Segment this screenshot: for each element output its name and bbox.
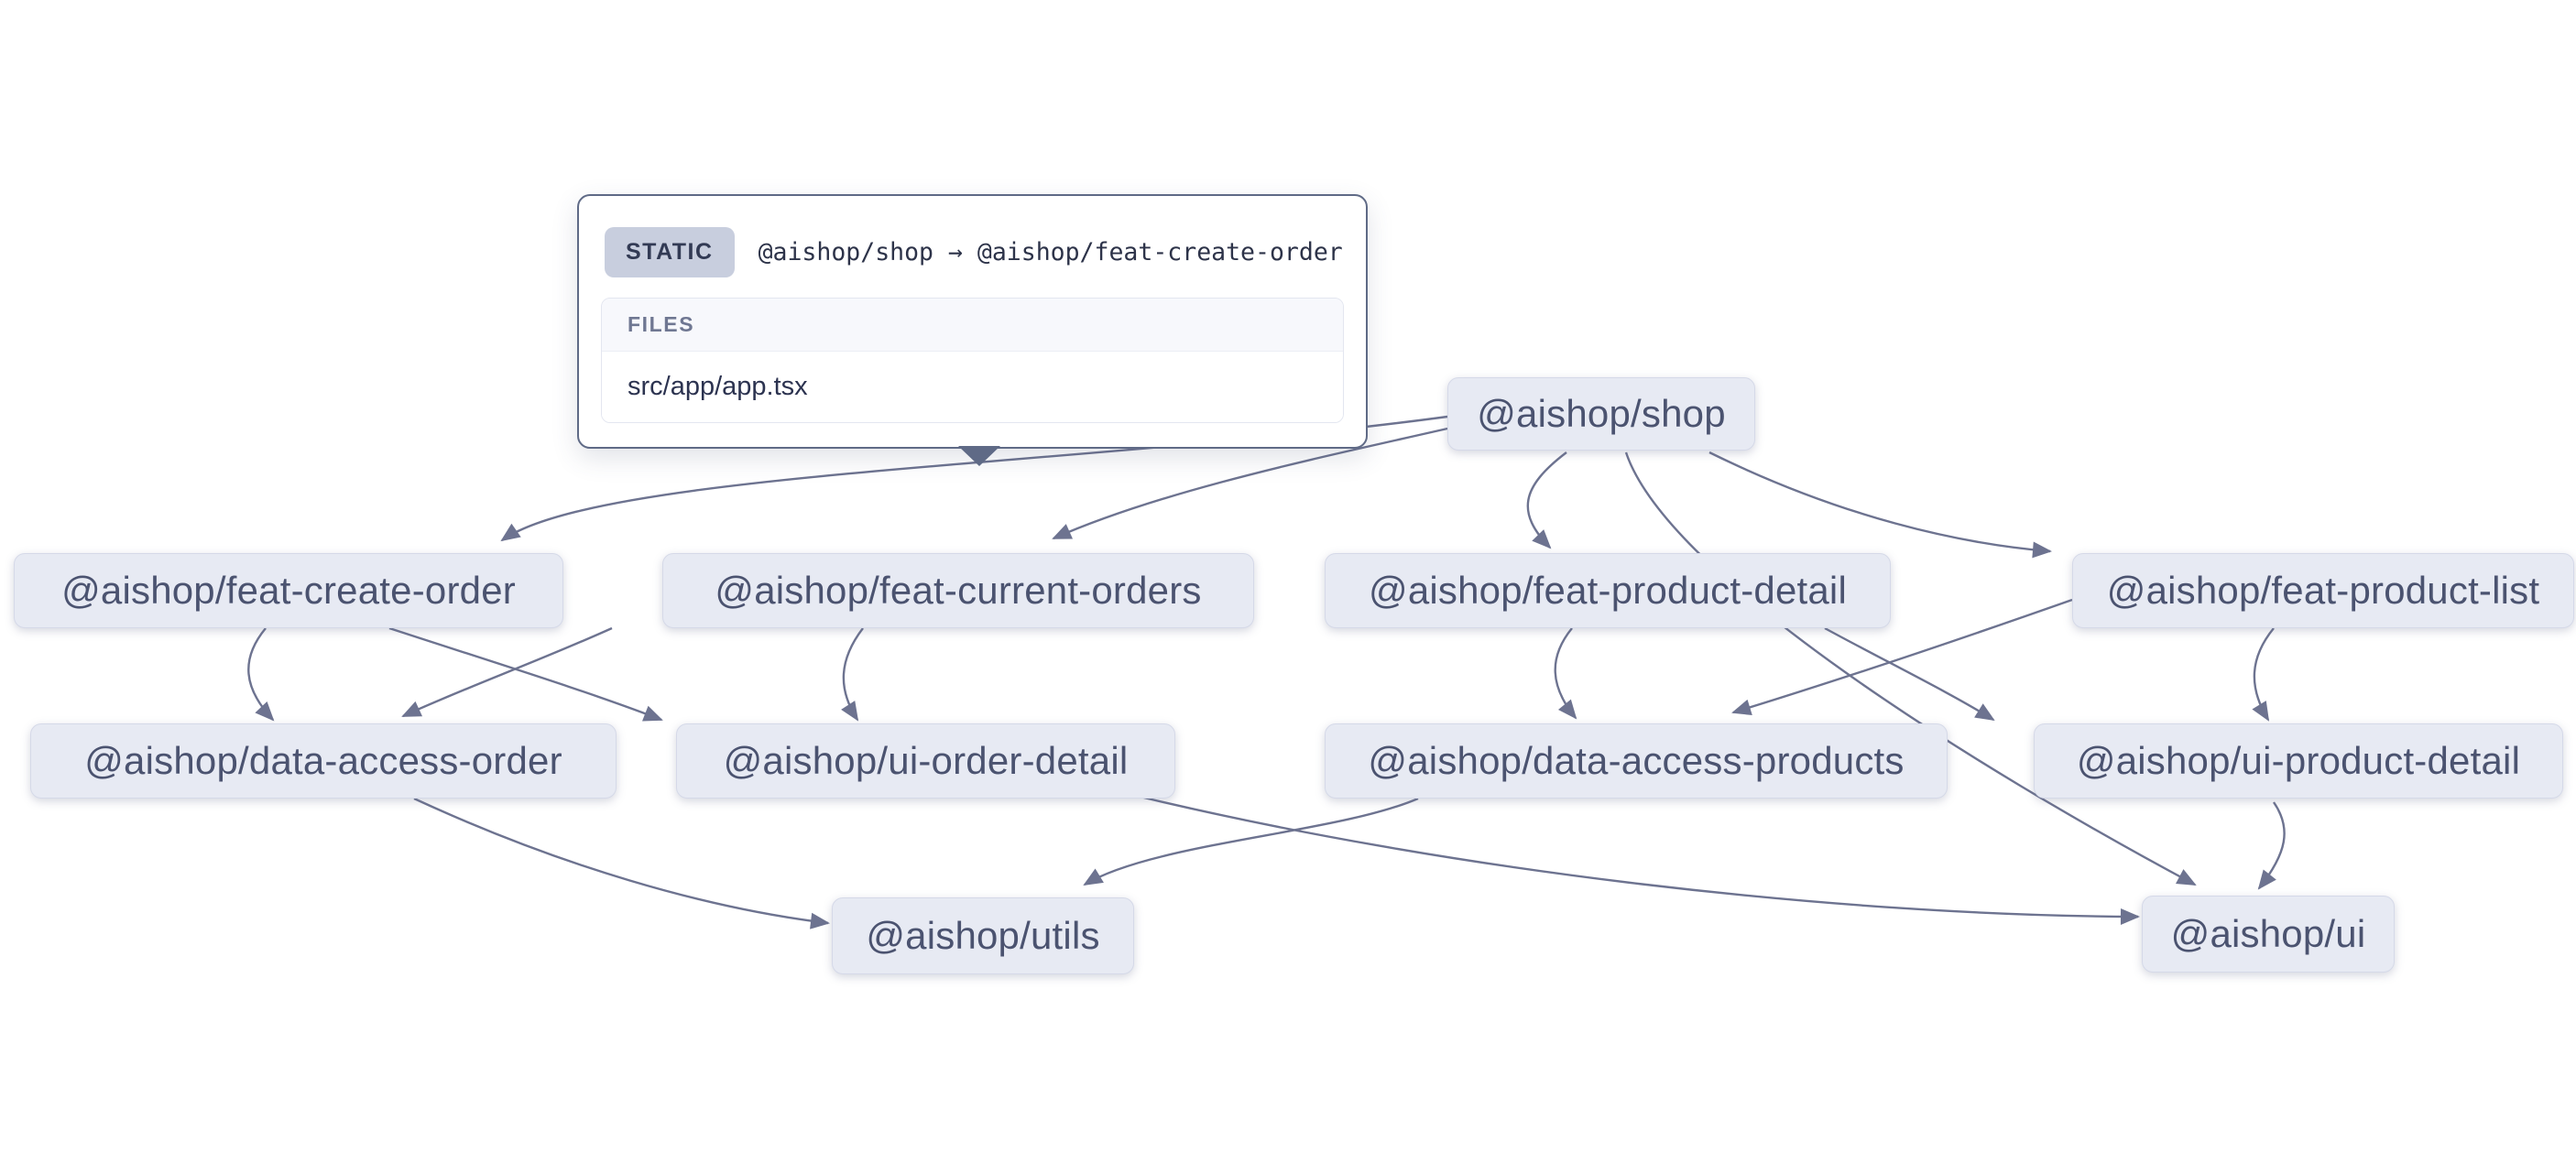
edge-ui-product-detail-ui[interactable] bbox=[2257, 801, 2286, 890]
edge-type-badge: STATIC bbox=[605, 227, 735, 277]
edge-shop-ui[interactable] bbox=[1624, 451, 2197, 886]
edge-feat-current-orders-ui-order-detail[interactable] bbox=[841, 627, 864, 722]
files-section-header: FILES bbox=[602, 299, 1343, 352]
edge-feat-create-order-data-access-order[interactable] bbox=[247, 627, 275, 722]
graph-node-utils[interactable]: @aishop/utils bbox=[832, 897, 1134, 974]
graph-node-feat-product-detail[interactable]: @aishop/feat-product-detail bbox=[1325, 553, 1891, 628]
file-path-item: src/app/app.tsx bbox=[602, 352, 1343, 422]
edge-shop-feat-current-orders[interactable] bbox=[1052, 427, 1448, 540]
graph-node-feat-create-order[interactable]: @aishop/feat-create-order bbox=[14, 553, 563, 628]
edge-feat-product-list-ui-product-detail[interactable] bbox=[2252, 627, 2275, 722]
edge-tooltip-title: @aishop/shop → @aishop/feat-create-order bbox=[758, 238, 1343, 266]
edge-feat-current-orders-data-access-order[interactable] bbox=[401, 626, 613, 718]
graph-node-ui-product-detail[interactable]: @aishop/ui-product-detail bbox=[2034, 723, 2563, 799]
graph-node-data-access-order[interactable]: @aishop/data-access-order bbox=[30, 723, 617, 799]
edge-feat-create-order-ui-order-detail[interactable] bbox=[388, 626, 663, 722]
edge-data-access-products-utils[interactable] bbox=[1083, 797, 1419, 886]
edge-feat-product-detail-ui-product-detail[interactable] bbox=[1824, 626, 1995, 722]
edge-tooltip: STATIC @aishop/shop → @aishop/feat-creat… bbox=[577, 194, 1368, 466]
graph-node-data-access-products[interactable]: @aishop/data-access-products bbox=[1325, 723, 1948, 799]
edge-feat-product-detail-data-access-products[interactable] bbox=[1554, 627, 1577, 720]
graph-node-ui-order-detail[interactable]: @aishop/ui-order-detail bbox=[676, 723, 1175, 799]
edge-shop-feat-product-list[interactable] bbox=[1708, 451, 2052, 559]
edge-tooltip-header: STATIC @aishop/shop → @aishop/feat-creat… bbox=[579, 196, 1366, 277]
edge-ui-order-detail-ui[interactable] bbox=[1124, 791, 2140, 925]
edge-files-box: FILES src/app/app.tsx bbox=[601, 298, 1344, 423]
graph-node-feat-product-list[interactable]: @aishop/feat-product-list bbox=[2072, 553, 2574, 628]
graph-node-ui[interactable]: @aishop/ui bbox=[2142, 896, 2395, 973]
tooltip-caret-icon bbox=[958, 446, 1000, 466]
edge-data-access-order-utils[interactable] bbox=[413, 797, 830, 929]
edge-feat-product-list-data-access-products[interactable] bbox=[1731, 598, 2073, 716]
graph-node-shop[interactable]: @aishop/shop bbox=[1447, 377, 1755, 451]
graph-node-feat-current-orders[interactable]: @aishop/feat-current-orders bbox=[662, 553, 1254, 628]
edge-shop-feat-product-detail[interactable] bbox=[1526, 451, 1567, 549]
